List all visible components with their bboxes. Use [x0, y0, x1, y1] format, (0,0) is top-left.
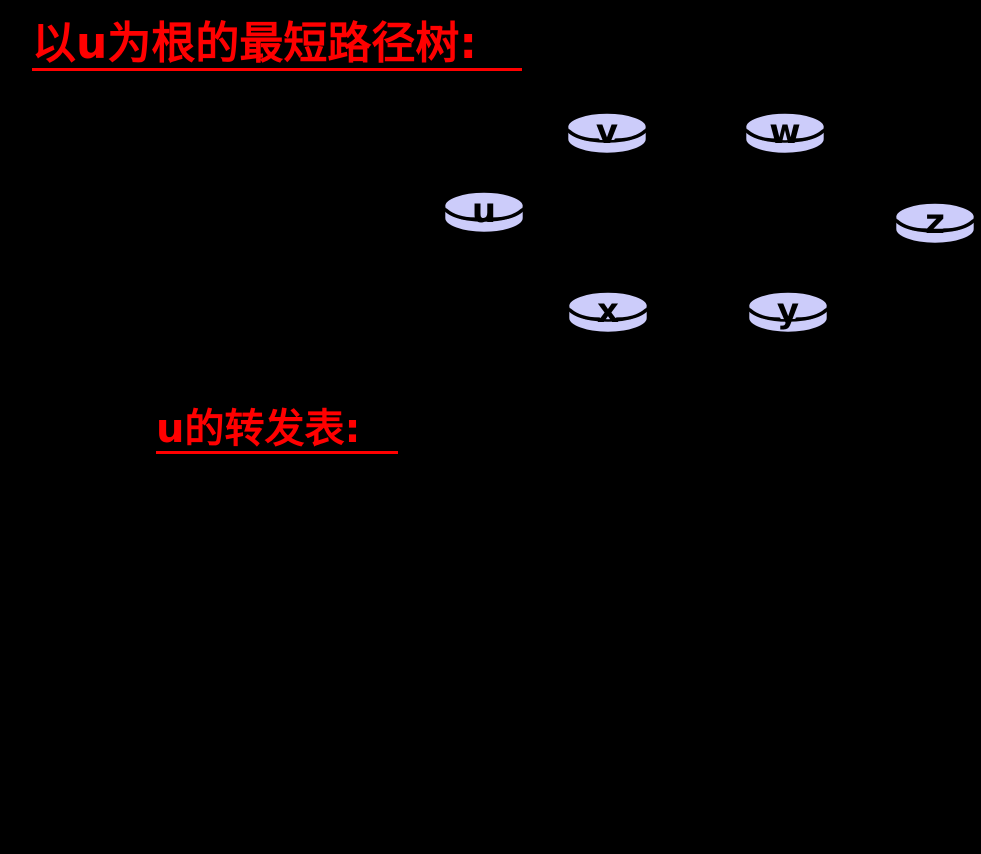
router-node-w[interactable]: w — [743, 110, 827, 156]
page-title-underline — [32, 68, 522, 71]
router-icon — [442, 190, 526, 235]
router-node-x[interactable]: x — [566, 289, 650, 335]
forwarding-table-heading-text: u的转发表: — [156, 406, 361, 452]
router-icon — [565, 111, 649, 156]
router-icon — [893, 201, 977, 246]
router-icon — [566, 290, 650, 335]
router-node-v[interactable]: v — [565, 110, 649, 156]
router-icon — [743, 111, 827, 156]
page-title: 以u为根的最短路径树: — [32, 22, 522, 71]
router-icon — [746, 290, 830, 335]
forwarding-table-heading: u的转发表: — [156, 409, 398, 454]
router-node-z[interactable]: z — [893, 200, 977, 246]
page-title-text: 以u为根的最短路径树: — [32, 18, 477, 69]
router-node-y[interactable]: y — [746, 289, 830, 335]
router-node-u[interactable]: u — [442, 189, 526, 235]
forwarding-table-heading-underline — [156, 451, 398, 454]
